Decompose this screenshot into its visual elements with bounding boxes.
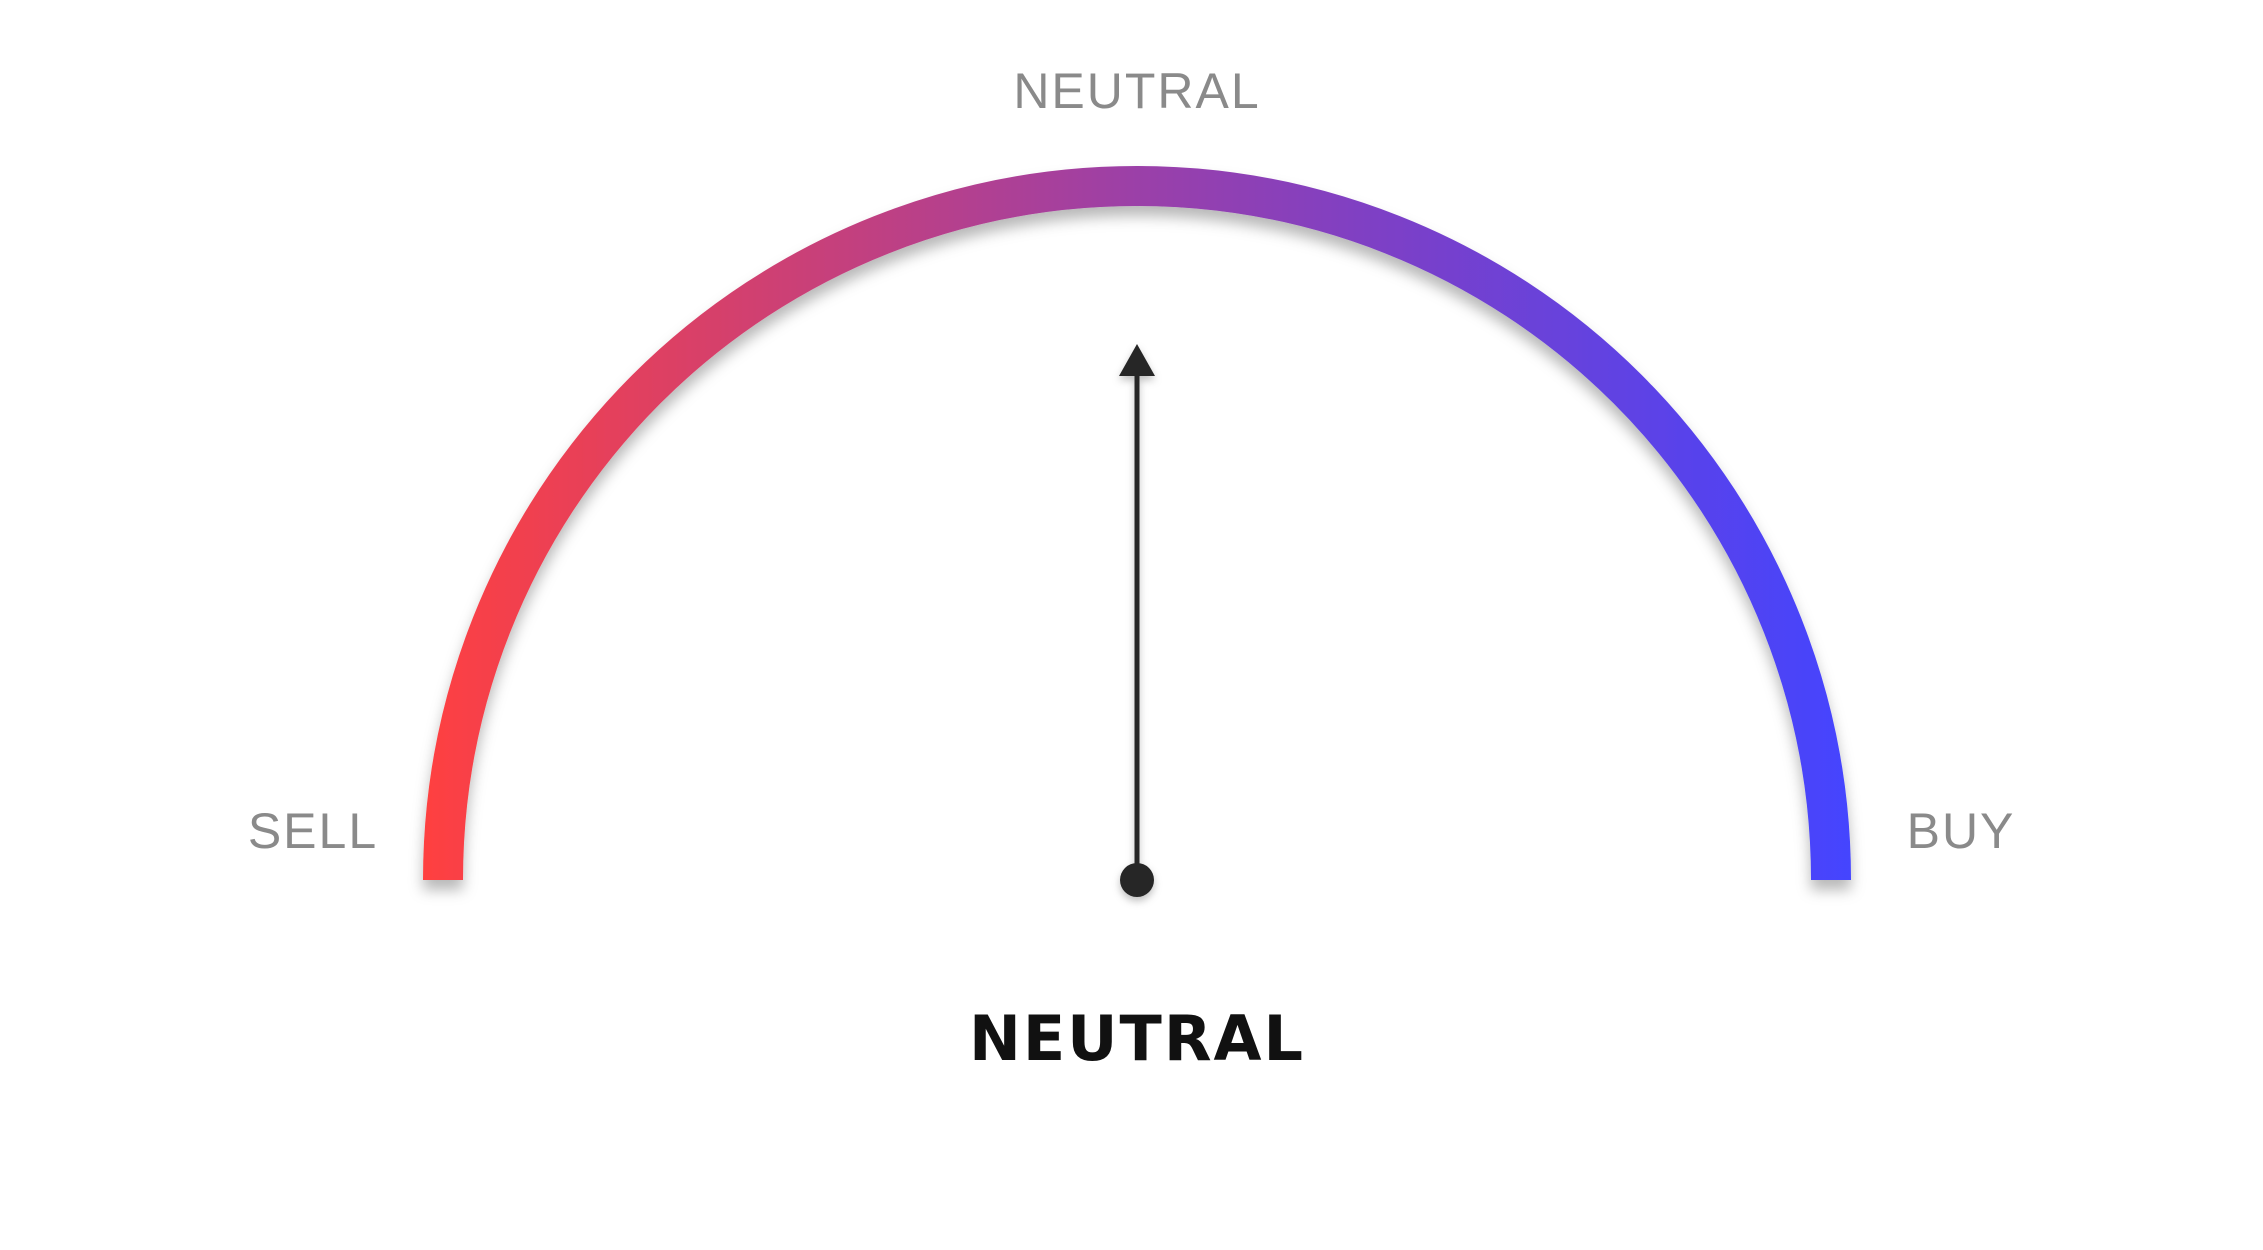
needle-pivot	[1120, 863, 1154, 897]
needle-arrowhead	[1119, 344, 1155, 376]
gauge-reading: NEUTRAL	[969, 1002, 1305, 1075]
gauge-needle	[1119, 344, 1155, 897]
sell-label: SELL	[248, 803, 378, 859]
neutral-scale-label: NEUTRAL	[1013, 63, 1260, 119]
buy-label: BUY	[1907, 803, 2016, 859]
gauge-arc	[423, 166, 1851, 881]
